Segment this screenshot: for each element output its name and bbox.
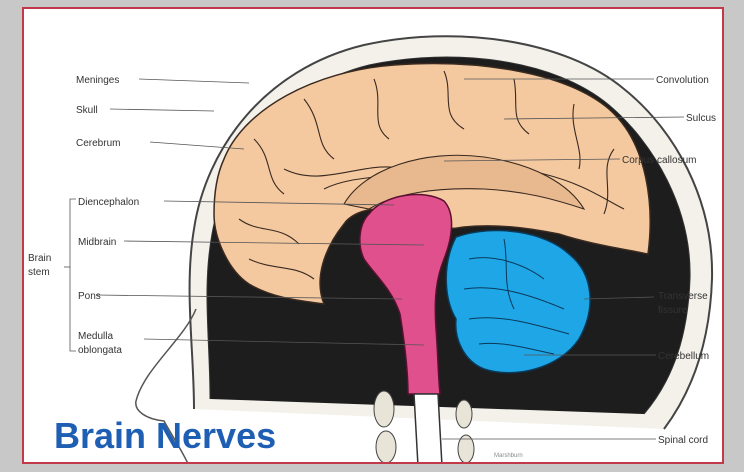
label-sulcus: Sulcus xyxy=(686,113,716,124)
label-brain-stem-2: stem xyxy=(28,267,50,278)
label-transverse-fissure-2: fissure xyxy=(658,305,688,316)
label-brain-stem-1: Brain xyxy=(28,253,51,264)
spinal-cord-shape xyxy=(414,394,442,464)
label-cerebellum: Cerebellum xyxy=(658,351,709,362)
label-spinal-cord: Spinal cord xyxy=(658,435,708,446)
label-convolution: Convolution xyxy=(656,75,709,86)
page-title: Brain Nerves xyxy=(54,415,276,457)
label-medulla-1: Medulla xyxy=(78,331,113,342)
label-meninges: Meninges xyxy=(76,75,119,86)
label-medulla-2: oblongata xyxy=(78,345,122,356)
label-cerebrum: Cerebrum xyxy=(76,138,120,149)
label-diencephalon: Diencephalon xyxy=(78,197,139,208)
brain-diagram: Meninges Skull Cerebrum Diencephalon Bra… xyxy=(24,9,724,464)
label-transverse-fissure-1: Transverse xyxy=(658,291,708,302)
diagram-frame: Meninges Skull Cerebrum Diencephalon Bra… xyxy=(22,7,724,464)
label-corpus-callosum: Corpus callosum xyxy=(622,155,696,166)
label-pons: Pons xyxy=(78,291,101,302)
artist-signature: Marshburn xyxy=(494,453,523,459)
label-midbrain: Midbrain xyxy=(78,237,116,248)
label-skull: Skull xyxy=(76,105,98,116)
